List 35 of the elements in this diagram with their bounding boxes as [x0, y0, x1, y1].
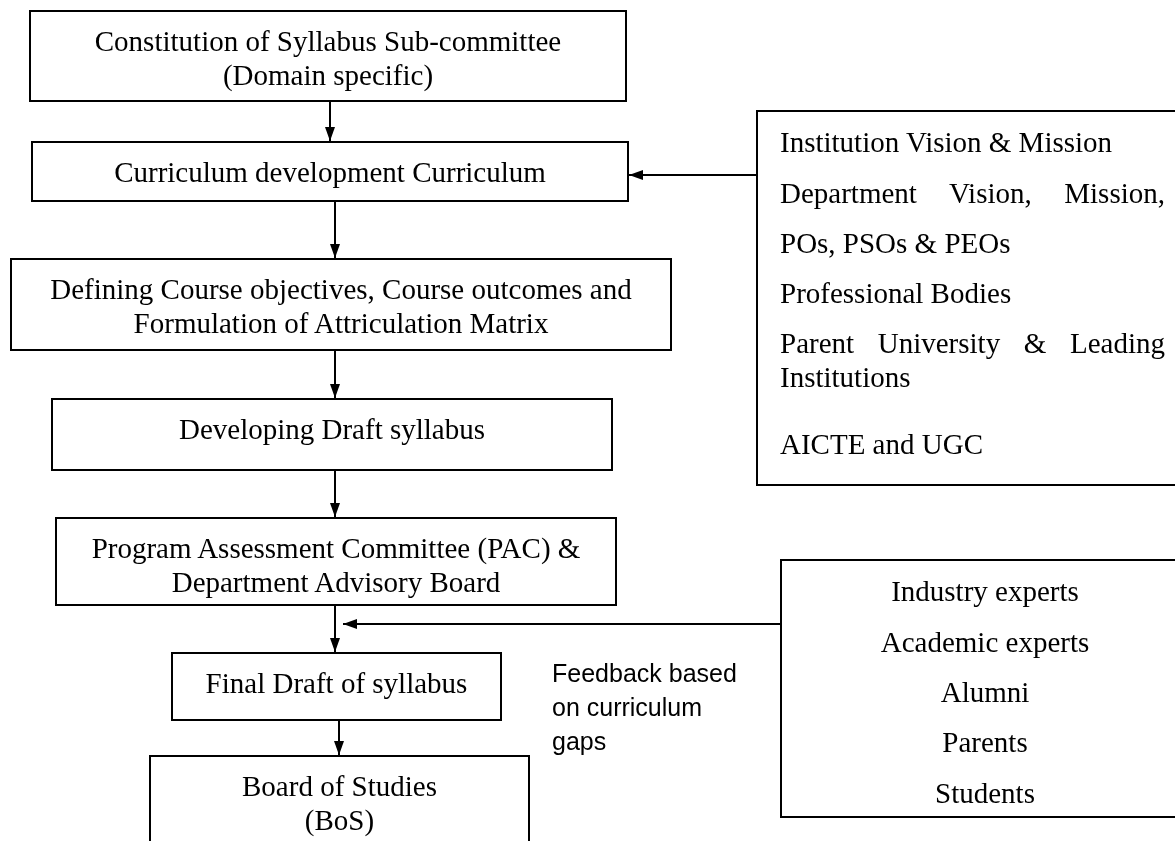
arrow — [334, 720, 344, 756]
process-box — [171, 652, 502, 721]
arrow — [628, 170, 757, 180]
list-item: Academic experts — [879, 625, 1091, 659]
process-box — [55, 517, 617, 606]
process-box — [780, 559, 1175, 818]
list-item: Department Vision, Mission, POs, PSOs & PEOs — [780, 176, 1165, 261]
box-text: Developing Draft syllabus — [177, 412, 486, 446]
list-item: Professional Bodies — [780, 276, 1013, 310]
box-text: Board of Studies (BoS) — [241, 769, 438, 837]
arrow — [330, 201, 340, 259]
list-item: Students — [934, 776, 1036, 810]
arrow — [330, 470, 340, 518]
process-box — [756, 110, 1175, 486]
box-text: Constitution of Syllabus Sub-committee (Domain specific) — [93, 24, 563, 92]
arrow — [330, 605, 340, 653]
process-box — [31, 141, 629, 202]
list-item: Industry experts — [890, 574, 1080, 608]
list-item: Alumni — [939, 675, 1031, 709]
process-box — [10, 258, 672, 351]
list-item: Parents — [941, 725, 1029, 759]
process-box — [149, 755, 530, 841]
box-text: Final Draft of syllabus — [204, 666, 469, 700]
note-text: Feedback based on curriculum gaps — [552, 658, 738, 757]
process-box — [51, 398, 613, 471]
box-text: Defining Course objectives, Course outcomes and Formulation of Attriculation Matrix — [49, 272, 633, 340]
arrow — [342, 619, 781, 629]
arrow — [330, 350, 340, 399]
box-text: Curriculum development Curriculum — [113, 155, 547, 189]
list-item: AICTE and UGC — [780, 427, 984, 461]
arrow — [325, 101, 335, 142]
list-item: Institution Vision & Mission — [780, 125, 1114, 159]
list-item: Parent University & Leading Institutions — [780, 326, 1165, 394]
box-text: Program Assessment Committee (PAC) & Department Advisory Board — [90, 531, 582, 599]
process-box — [29, 10, 627, 102]
